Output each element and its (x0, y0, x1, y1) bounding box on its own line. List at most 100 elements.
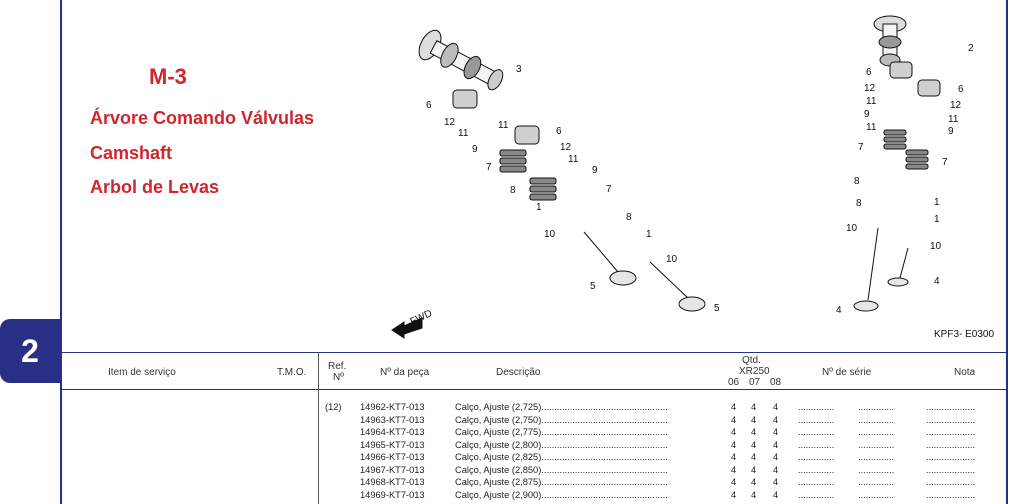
right-assembly-callout: 2 (968, 43, 974, 54)
part-number-cell: 14965-KT7-013 (360, 439, 425, 450)
serial-dots: .............. (798, 427, 835, 437)
description-cell: Calço, Ajuste (2,750)...................… (455, 414, 668, 425)
nota-dots: ................... (926, 452, 976, 462)
qty-07-cell: 4 (751, 427, 757, 437)
serial-dots-2: .............. (858, 402, 895, 412)
serial-dots-2: .............. (858, 452, 895, 462)
table-header-rule (60, 389, 1008, 390)
serial-dots-2: .............. (858, 489, 895, 500)
part-number-cell: 14962-KT7-013 (360, 402, 425, 412)
description-cell: Calço, Ajuste (2,850)...................… (455, 464, 668, 475)
col-year-07: 07 (749, 377, 761, 388)
camshaft-exploded-diagram: FWD KPF3- E0300 (391, 15, 994, 340)
right-assembly-callout: 12 (864, 83, 876, 94)
nota-dots: ................... (926, 439, 976, 450)
left-assembly-callout: 7 (486, 162, 492, 173)
nota-dots: ................... (926, 477, 976, 487)
right-assembly-callout: 7 (858, 142, 864, 153)
left-assembly-callout: 6 (556, 126, 562, 137)
col-item: Item de serviço (108, 367, 176, 378)
right-assembly-callout: 1 (934, 214, 940, 225)
figure-code: KPF3- E0300 (934, 329, 994, 340)
serial-dots: .............. (798, 439, 835, 450)
part-number-cell: 14968-KT7-013 (360, 477, 425, 487)
col-nota: Nota (954, 367, 976, 378)
right-assembly-callout: 7 (942, 157, 948, 168)
qty-08-cell: 4 (773, 464, 779, 475)
right-assembly-callout: 11 (866, 122, 877, 133)
left-assembly-callout: 3 (516, 64, 522, 75)
left-assembly-callout: 7 (606, 184, 612, 195)
part-number-cell: 14963-KT7-013 (360, 414, 425, 425)
col-ref-no: Nº (333, 372, 344, 383)
qty-07-cell: 4 (751, 489, 757, 500)
qty-06-cell: 4 (731, 402, 737, 412)
right-camshaft (873, 15, 907, 67)
serial-dots: .............. (798, 477, 835, 487)
qty-06-cell: 4 (731, 464, 737, 475)
left-assembly-callout: 10 (666, 254, 678, 265)
qty-07-cell: 4 (751, 477, 757, 487)
serial-dots: .............. (798, 414, 835, 425)
nota-dots: ................... (926, 402, 976, 412)
left-assembly-callout: 11 (568, 154, 579, 165)
qty-07-cell: 4 (751, 464, 757, 475)
part-number-cell: 14966-KT7-013 (360, 452, 425, 462)
col-qtd: Qtd. (742, 355, 761, 366)
left-assembly-callout: 12 (560, 142, 572, 153)
description-cell: Calço, Ajuste (2,825)...................… (455, 452, 668, 462)
qty-06-cell: 4 (731, 427, 737, 437)
left-assembly-callout: 9 (592, 165, 598, 176)
nota-dots: ................... (926, 414, 976, 425)
col-separator (318, 352, 319, 504)
qty-08-cell: 4 (773, 414, 779, 425)
left-assembly-callout: 1 (646, 229, 652, 240)
right-assembly-callout: 9 (864, 109, 870, 120)
col-model: XR250 (739, 366, 770, 377)
right-assembly-callout: 9 (948, 126, 954, 137)
qty-07-cell: 4 (751, 452, 757, 462)
left-assembly-callout: 11 (458, 128, 469, 139)
serial-dots: .............. (798, 489, 835, 500)
part-number-cell: 14964-KT7-013 (360, 427, 425, 437)
serial-dots: .............. (798, 464, 835, 475)
qty-06-cell: 4 (731, 452, 737, 462)
description-cell: Calço, Ajuste (2,875)...................… (455, 477, 668, 487)
ref-cell: (12) (325, 402, 342, 412)
right-assembly-callout: 8 (854, 176, 860, 187)
right-assembly-callout: 4 (934, 276, 940, 287)
description-cell: Calço, Ajuste (2,900)...................… (455, 489, 668, 500)
description-cell: Calço, Ajuste (2,725)...................… (455, 402, 668, 412)
left-assembly-callout: 5 (590, 281, 596, 292)
qty-06-cell: 4 (731, 489, 737, 500)
section-code: M-3 (149, 64, 187, 89)
qty-08-cell: 4 (773, 402, 779, 412)
description-cell: Calço, Ajuste (2,800)...................… (455, 439, 668, 450)
page-section-tab: 2 (0, 319, 60, 383)
qty-07-cell: 4 (751, 402, 757, 412)
right-assembly-callout: 11 (948, 114, 959, 125)
left-assembly-callout: 1 (536, 202, 542, 213)
right-assembly-callout: 4 (836, 305, 842, 316)
serial-dots-2: .............. (858, 427, 895, 437)
description-cell: Calço, Ajuste (2,775)...................… (455, 427, 668, 437)
left-assembly-callout: 9 (472, 144, 478, 155)
table-top-rule (60, 352, 1008, 353)
right-assembly-callout: 6 (866, 67, 872, 78)
left-assembly-callout: 12 (444, 117, 456, 128)
left-assembly-callout: 5 (714, 303, 720, 314)
right-assembly-callout: 8 (856, 198, 862, 209)
right-assembly-callout: 11 (866, 96, 877, 107)
qty-07-cell: 4 (751, 439, 757, 450)
qty-06-cell: 4 (731, 439, 737, 450)
right-assembly-callout: 10 (930, 241, 942, 252)
qty-08-cell: 4 (773, 477, 779, 487)
right-assembly-callout: 12 (950, 100, 962, 111)
serial-dots-2: .............. (858, 477, 895, 487)
title-pt: Árvore Comando Válvulas (90, 108, 315, 128)
col-year-08: 08 (770, 377, 782, 388)
col-tmo: T.M.O. (277, 367, 307, 378)
left-assembly-callout: 6 (426, 100, 432, 111)
serial-dots-2: .............. (858, 414, 895, 425)
title-en: Camshaft (90, 143, 173, 163)
